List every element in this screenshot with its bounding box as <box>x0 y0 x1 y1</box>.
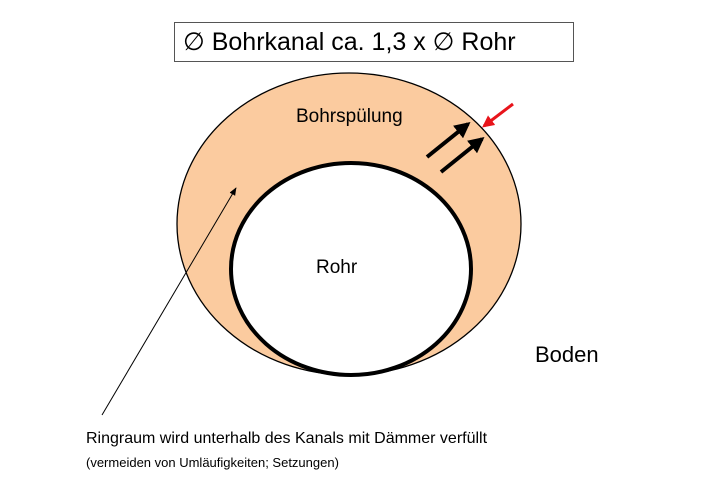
annotation-main: Ringraum wird unterhalb des Kanals mit D… <box>86 430 488 447</box>
pipe-circle <box>229 161 473 377</box>
label-pipe: Rohr <box>316 257 358 278</box>
title-box: ∅ Bohrkanal ca. 1,3 x ∅ Rohr <box>174 22 574 62</box>
label-drilling-fluid: Bohrspülung <box>296 106 403 127</box>
annotation-sub: (vermeiden von Umläufigkeiten; Setzungen… <box>86 455 339 470</box>
flow-arrow <box>425 121 471 159</box>
label-soil: Boden <box>535 342 599 367</box>
annotation-leader-line <box>101 187 237 416</box>
flow-arrow <box>439 136 485 174</box>
red-pointer-arrow <box>482 102 514 128</box>
